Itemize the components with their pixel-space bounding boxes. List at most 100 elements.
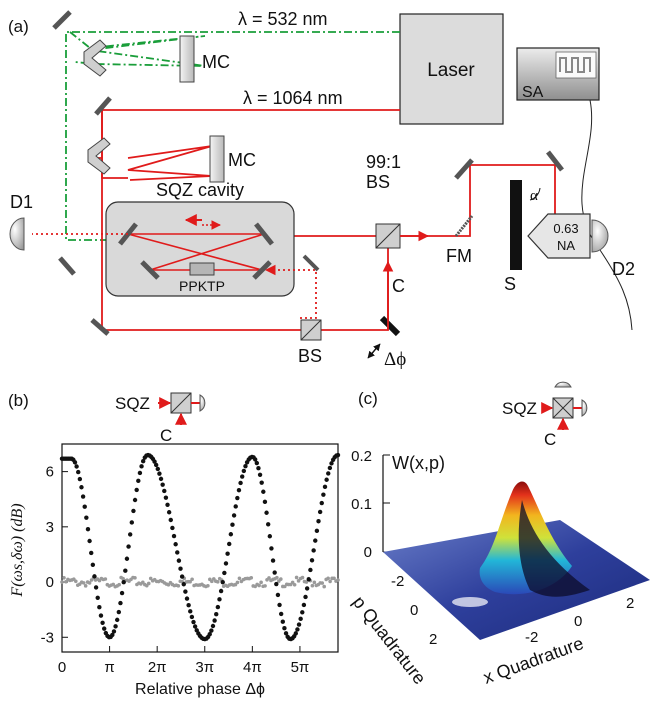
data-point — [111, 629, 117, 634]
panel-b-label: (b) — [8, 391, 29, 410]
data-point — [160, 482, 165, 487]
data-point — [261, 489, 266, 494]
bs-diagonal — [170, 392, 192, 414]
d1-label: D1 — [10, 192, 33, 212]
data-point — [175, 550, 180, 555]
data-point — [327, 465, 333, 471]
mode-cleaner-top: MC — [83, 35, 230, 83]
reference-point — [235, 580, 240, 585]
data-point — [304, 586, 310, 591]
locking-dotted-beam — [264, 264, 317, 319]
data-point — [207, 632, 212, 637]
data-point — [95, 595, 100, 600]
inset-c-label: C — [160, 426, 172, 445]
data-point — [84, 515, 89, 520]
mirror — [58, 256, 76, 276]
inset-sqz-label: SQZ — [115, 394, 150, 413]
data-point — [110, 632, 115, 638]
y-axis-label: F(ωs,δω) (dB) — [9, 503, 26, 597]
data-point — [240, 474, 245, 479]
laser-box — [399, 13, 504, 125]
data-point — [178, 566, 183, 571]
data-point — [329, 461, 334, 466]
data-point — [134, 487, 139, 493]
data-point — [241, 468, 247, 474]
data-point — [235, 495, 240, 501]
data-point — [163, 495, 169, 500]
bs-diagonal — [552, 397, 574, 419]
data-point — [77, 476, 83, 482]
reference-point — [257, 583, 261, 588]
data-point — [121, 579, 126, 585]
data-point — [186, 603, 191, 608]
reference-point — [259, 580, 263, 585]
x-tick-label: 2π — [148, 659, 167, 676]
cavity-mirror — [254, 222, 274, 246]
sqz-cavity-label: SQZ cavity — [156, 180, 244, 200]
data-point — [116, 609, 122, 615]
data-point — [275, 592, 281, 598]
bs-diagonal — [300, 319, 322, 341]
reference-point — [237, 576, 242, 581]
data-point — [189, 614, 195, 620]
reference-point — [81, 581, 86, 585]
data-point — [124, 556, 130, 561]
reference-point — [215, 580, 220, 584]
data-point — [87, 538, 92, 544]
sa-label: SA — [522, 84, 544, 101]
flip-mirror — [454, 215, 474, 237]
data-point — [168, 517, 173, 523]
data-point — [317, 509, 323, 515]
data-point — [230, 522, 235, 527]
inset-detector — [581, 399, 588, 417]
data-point — [278, 611, 284, 617]
y-tick-label: -3 — [41, 629, 54, 646]
wigner-highlight — [452, 597, 488, 607]
data-point — [153, 462, 159, 468]
data-point — [227, 541, 232, 547]
data-point — [272, 570, 277, 575]
data-point — [267, 534, 273, 539]
data-point — [179, 574, 185, 579]
phase-shift-label: Δϕ — [384, 349, 406, 370]
data-point — [303, 594, 308, 600]
mirror — [94, 96, 112, 116]
mc-top-label: MC — [202, 52, 230, 72]
reference-point — [267, 576, 271, 580]
reference-point — [83, 584, 88, 588]
reference-point — [176, 584, 181, 588]
ppktp-crystal — [189, 262, 215, 276]
alpha-label: α — [530, 188, 538, 204]
y-tick-label: 0 — [46, 574, 54, 591]
data-point — [283, 631, 289, 636]
data-point — [236, 487, 242, 493]
data-point — [123, 568, 128, 573]
data-point — [233, 504, 238, 509]
data-point — [269, 546, 274, 551]
reference-point — [146, 581, 151, 586]
reference-point — [312, 580, 317, 585]
x-tick-label: 0 — [58, 659, 66, 676]
x-tick-label: 3π — [195, 659, 214, 676]
data-point — [171, 533, 177, 539]
data-point — [220, 579, 225, 585]
data-point — [181, 582, 186, 587]
data-point — [300, 610, 305, 615]
data-point — [85, 526, 91, 532]
data-point — [296, 622, 302, 627]
data-point — [306, 577, 311, 582]
panel-a: (a) Laser SA λ = 532 nm MC — [8, 9, 635, 370]
data-point — [162, 488, 167, 494]
mode-cleaner-bottom: MC — [87, 135, 256, 183]
inset-detector — [554, 381, 572, 388]
data-point — [324, 477, 329, 482]
data-point — [222, 570, 227, 576]
reference-point — [292, 583, 297, 587]
reference-point — [275, 575, 279, 580]
data-point — [113, 624, 118, 629]
data-point — [270, 558, 276, 563]
x-tick-label: 4π — [243, 659, 262, 676]
reference-point — [62, 576, 66, 580]
data-point — [90, 562, 96, 568]
reference-point — [322, 584, 327, 589]
